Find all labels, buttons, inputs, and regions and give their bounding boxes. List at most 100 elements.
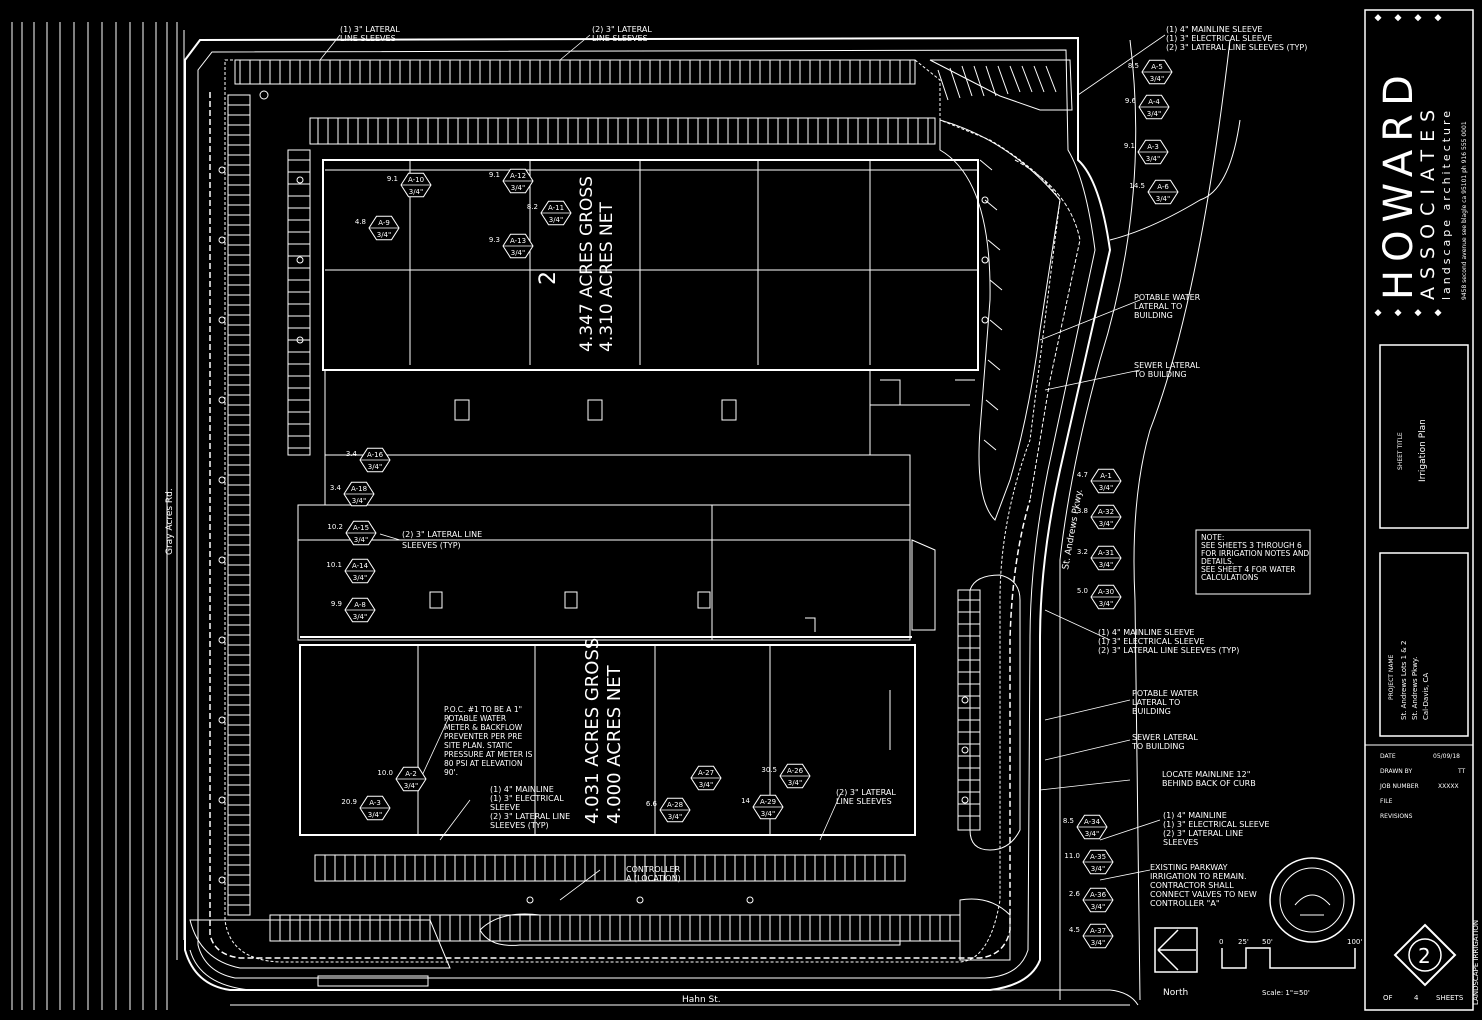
valve-flow-label: 10.2	[327, 523, 343, 531]
north-label: North	[1163, 988, 1188, 998]
valve-tag-label: A-31	[1098, 549, 1114, 557]
lot-2-net: 4.310 ACRES NET	[597, 202, 617, 352]
valve-flow-label: 4.7	[1077, 471, 1088, 479]
lot-1-net: 4.000 ACRES NET	[604, 664, 625, 824]
valve-size-label: 3/4"	[404, 782, 419, 790]
valve-flow-label: 9.6	[1125, 97, 1137, 105]
valve-tag-label: A-26	[787, 767, 804, 775]
field-drawn-value: TT	[1457, 768, 1466, 775]
property-boundary	[184, 36, 1112, 991]
irrigation-heads	[218, 90, 989, 904]
svg-text:(1) 4" MAINLINE SLEEVE(1) 3" E: (1) 4" MAINLINE SLEEVE(1) 3" ELECTRICAL …	[1166, 25, 1307, 52]
valve-tag-v07: A-93/4"4.8	[355, 215, 400, 241]
valve-flow-label: 11.0	[1064, 852, 1080, 860]
lot-1-label: 4.031 ACRES GROSS 4.000 ACRES NET	[582, 638, 625, 824]
sheet-title-label: SHEET TITLE	[1397, 432, 1404, 470]
firm-name-2: ASSOCIATES	[1417, 102, 1439, 300]
valve-tag-v21: A-27 3/4"	[690, 765, 722, 791]
valve-flow-label: 4.5	[1069, 926, 1080, 934]
valve-tag-v25: A-343/4"8.5	[1063, 814, 1108, 840]
valve-tag-label: A-3	[369, 799, 381, 807]
bottom-road	[189, 949, 1139, 1006]
valve-tag-v09: A-133/4"9.3	[489, 233, 534, 259]
valve-tag-label: A-34	[1084, 818, 1101, 826]
valve-size-label: 3/4"	[761, 810, 776, 818]
valve-tag-label: A-36	[1090, 891, 1107, 899]
valve-flow-label: 5.0	[1077, 587, 1088, 595]
valve-size-label: 3/4"	[1099, 484, 1114, 492]
valve-tag-v14: A-83/4"9.9	[331, 597, 376, 623]
valve-tag-v16: A-323/4"3.8	[1077, 504, 1122, 530]
valve-size-label: 3/4"	[1099, 561, 1114, 569]
lot-2-gross: 4.347 ACRES GROSS	[577, 176, 597, 352]
valve-tag-label: A-14	[352, 562, 369, 570]
valve-size-label: 3/4"	[368, 463, 383, 471]
valve-tag-v06: A-123/4"9.1	[489, 168, 534, 194]
valve-flow-label: 6.6	[646, 800, 658, 808]
valve-tag-label: A-27	[698, 769, 714, 777]
valve-flow-label: 20.9	[341, 798, 357, 806]
valve-size-label: 3/4"	[699, 781, 714, 789]
valve-size-label: 3/4"	[409, 188, 424, 196]
valve-flow-label: 3.2	[1077, 548, 1088, 556]
valve-size-label: 3/4"	[549, 216, 564, 224]
scale-tick-0: 0	[1219, 938, 1223, 946]
valve-size-label: 3/4"	[511, 249, 526, 257]
lot-2-label: 2 4.347 ACRES GROSS 4.310 ACRES NET	[536, 176, 617, 352]
valve-size-label: 3/4"	[1150, 75, 1165, 83]
valve-flow-label: 30.5	[761, 766, 777, 774]
field-date-label: DATE	[1380, 753, 1396, 760]
valve-tag-label: A-3	[1147, 143, 1159, 151]
valve-flow-label: 3.8	[1077, 507, 1088, 515]
valve-tag-label: A-29	[760, 798, 776, 806]
valve-tags: A-53/4"8.5A-43/4"9.6A-33/4"9.1A-63/4"14.…	[326, 59, 1179, 949]
firm-tagline: landscape architecture	[1440, 108, 1453, 300]
valve-flow-label: 9.1	[387, 175, 398, 183]
valve-tag-v28: A-37 3/4" 4.5	[1069, 923, 1114, 949]
valve-size-label: 3/4"	[1091, 939, 1106, 947]
valve-size-label: 3/4"	[511, 184, 526, 192]
valve-flow-label: 14	[741, 797, 750, 805]
valve-tag-v17: A-31 3/4" 3.2	[1077, 545, 1122, 571]
valve-size-label: 3/4"	[1085, 830, 1100, 838]
valve-tag-label: A-10	[408, 176, 424, 184]
scale-tick-1: 25'	[1238, 938, 1249, 946]
valve-tag-label: A-30	[1098, 588, 1114, 596]
valve-flow-label: 2.6	[1069, 890, 1081, 898]
valve-flow-label: 8.5	[1128, 62, 1139, 70]
valve-tag-v27: A-363/4"2.6	[1069, 887, 1114, 913]
valve-tag-label: A-1	[1100, 472, 1112, 480]
scale-tick-2: 50'	[1262, 938, 1273, 946]
right-road-lines	[1059, 39, 1241, 1001]
planter-areas	[189, 59, 1081, 969]
valve-flow-label: 9.3	[489, 236, 500, 244]
valve-tag-label: A-5	[1151, 63, 1163, 71]
valve-tag-v20: A-33/4"20.9	[341, 795, 391, 821]
firm-name: HOWARD	[1376, 67, 1422, 300]
svg-text:(1) 4" MAINLINE(1) 3" ELECTRIC: (1) 4" MAINLINE(1) 3" ELECTRICAL SLEEVE(…	[1163, 811, 1269, 847]
valve-flow-label: 9.1	[489, 171, 500, 179]
parking-left	[227, 94, 311, 916]
lot-2-number: 2	[536, 271, 561, 285]
project-line-2: St. Andrews Pkwy.	[1411, 657, 1419, 720]
valve-size-label: 3/4"	[352, 497, 367, 505]
valve-tag-label: A-32	[1098, 508, 1114, 516]
sheet-of-label: SHEETS	[1436, 994, 1464, 1002]
valve-tag-label: A-37	[1090, 927, 1106, 935]
svg-text:2: 2	[1418, 944, 1431, 968]
callout-mainline: LOCATE MAINLINE 12"BEHIND BACK OF CURB	[1162, 770, 1256, 788]
valve-tag-label: A-35	[1090, 853, 1106, 861]
north-arrow-icon	[1157, 929, 1196, 971]
valve-tag-v23: A-29 3/4" 14	[741, 794, 784, 820]
